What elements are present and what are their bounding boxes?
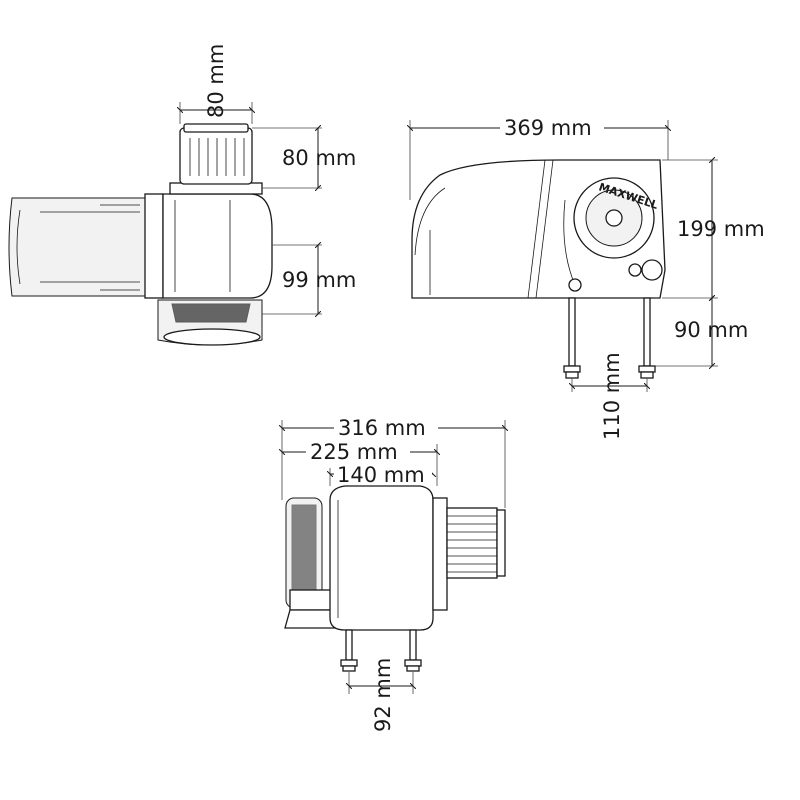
front-stud-spacing-label: 92 mm <box>371 658 395 732</box>
top-below-deck-label: 99 mm <box>282 268 356 292</box>
front-overall-width-label: 316 mm <box>338 416 426 440</box>
side-stud-length-label: 90 mm <box>674 318 748 342</box>
top-drum-height-label: 80 mm <box>282 146 356 170</box>
side-stud-spacing-label: 110 mm <box>600 352 624 440</box>
top-view: 80 mm 80 mm 99 mm <box>8 44 356 346</box>
top-gypsy-diameter-label: 80 mm <box>204 44 228 118</box>
side-view: MAXWELL 369 mm 199 mm 90 mm 110 mm <box>410 112 765 440</box>
side-height-label: 199 mm <box>677 217 765 241</box>
front-view: 316 mm 225 mm 140 mm 92 mm <box>282 412 505 732</box>
front-body-width-label: 140 mm <box>337 463 425 487</box>
side-length-label: 369 mm <box>504 116 592 140</box>
